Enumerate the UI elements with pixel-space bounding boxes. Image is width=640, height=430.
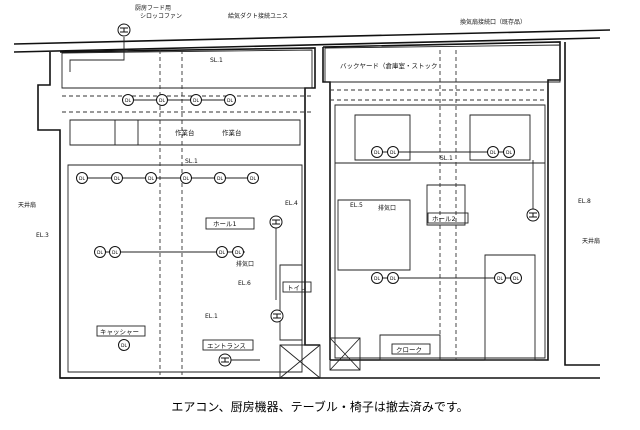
svg-text:DL: DL [390, 150, 396, 156]
room-workbench-2: 作業台 [222, 128, 242, 137]
svg-text:DL: DL [497, 276, 503, 282]
annotation-exhaust-left: 排気口 [236, 260, 254, 268]
room-entrance: エントランス [207, 342, 246, 350]
downlight: DL [118, 339, 130, 351]
center-lines [62, 50, 545, 375]
annotation-ceiling-fan-left: 天井扇 [18, 201, 36, 209]
ceiling-fan-icon [117, 23, 131, 37]
downlight: DL [94, 246, 106, 258]
annotation-hood-fan-2: シロッコファン [140, 13, 182, 20]
downlight: DL [387, 146, 399, 158]
room-backyard: バックヤード（倉庫室・ストック [340, 61, 438, 70]
downlight: DL [109, 246, 121, 258]
svg-text:DL: DL [219, 250, 225, 256]
room-hall-2: ホール2 [432, 215, 456, 223]
downlight: DL [122, 94, 134, 106]
downlight: DL [371, 146, 383, 158]
svg-text:DL: DL [490, 150, 496, 156]
annotation-ceiling-fan-right: 天井扇 [582, 237, 600, 245]
svg-text:DL: DL [159, 98, 165, 104]
svg-text:DL: DL [121, 343, 127, 349]
downlight: DL [503, 146, 515, 158]
downlight: DL [214, 172, 226, 184]
circuit-el1: EL.1 [205, 313, 218, 320]
annotation-hood-fan: 厨房フード用 [135, 4, 171, 12]
downlight: DL [510, 272, 522, 284]
floor-plan: DL DL DL DL DL DL DL DL DL DL DL DL DL DL DL DL DL DL DL DL… [13, 4, 611, 379]
circuit-sl1: SL.1 [210, 57, 223, 64]
downlight: DL [371, 272, 383, 284]
downlight: DL [76, 172, 88, 184]
svg-text:DL: DL [374, 276, 380, 282]
room-cloak: クローク [396, 346, 422, 354]
downlight: DL [494, 272, 506, 284]
downlight: DL [247, 172, 259, 184]
ceiling-fans [117, 23, 540, 367]
downlight: DL [216, 246, 228, 258]
svg-text:DL: DL [97, 250, 103, 256]
svg-text:DL: DL [217, 176, 223, 182]
annotation-supply-duct: 給気ダクト接続ユニス [228, 12, 288, 20]
downlight: DL [487, 146, 499, 158]
svg-text:DL: DL [193, 98, 199, 104]
circuit-el8: EL.8 [578, 198, 591, 205]
downlight: DL [145, 172, 157, 184]
circuit-sl1b: SL.1 [185, 158, 198, 165]
downlight: DL [387, 272, 399, 284]
downlight: DL [111, 172, 123, 184]
svg-text:DL: DL [390, 276, 396, 282]
circuit-el4: EL.4 [285, 200, 298, 207]
svg-text:DL: DL [125, 98, 131, 104]
svg-text:DL: DL [227, 98, 233, 104]
downlight: DL [180, 172, 192, 184]
ceiling-fan-icon [270, 309, 284, 323]
room-cashier: キャッシャー [100, 328, 139, 336]
svg-text:DL: DL [148, 176, 154, 182]
svg-text:DL: DL [374, 150, 380, 156]
wiring [69, 37, 534, 361]
circuit-el6: EL.6 [238, 280, 251, 287]
svg-text:DL: DL [112, 250, 118, 256]
downlight: DL [224, 94, 236, 106]
downlight: DL [190, 94, 202, 106]
svg-text:DL: DL [79, 176, 85, 182]
annotation-exhaust-right: 排気口 [378, 204, 396, 212]
walls [13, 29, 611, 379]
annotation-vent-existing: 換気扇接続口（既存品） [460, 18, 526, 26]
room-workbench-1: 作業台 [175, 128, 195, 137]
svg-text:DL: DL [250, 176, 256, 182]
room-toilet: トイレ [287, 284, 307, 292]
svg-text:DL: DL [235, 250, 241, 256]
svg-text:DL: DL [183, 176, 189, 182]
svg-text:DL: DL [506, 150, 512, 156]
downlight: DL [156, 94, 168, 106]
svg-text:DL: DL [114, 176, 120, 182]
downlights: DL DL DL DL DL DL DL DL DL DL DL DL DL DL DL DL DL DL DL DL… [76, 94, 522, 351]
circuit-el5: EL.5 [350, 202, 363, 209]
ceiling-fan-icon [218, 353, 232, 367]
ceiling-fan-icon [526, 208, 540, 222]
room-hall-1: ホール1 [213, 220, 237, 228]
ceiling-fan-icon [269, 215, 283, 229]
downlight: DL [232, 246, 244, 258]
svg-text:DL: DL [513, 276, 519, 282]
circuit-el3: EL.3 [36, 232, 49, 239]
caption: エアコン、厨房機器、テーブル・椅子は撤去済みです。 [171, 400, 469, 414]
circuit-sl1c: SL.1 [440, 155, 453, 162]
